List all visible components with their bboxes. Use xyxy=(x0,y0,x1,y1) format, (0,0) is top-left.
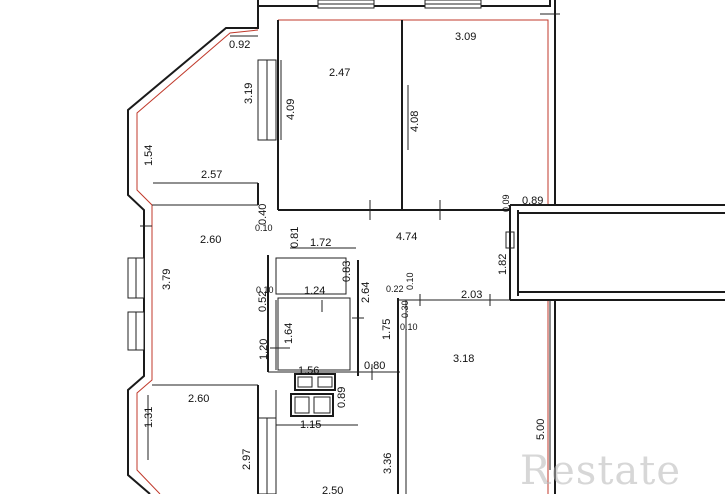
dim-label: 0.30 xyxy=(400,300,410,318)
dim-label: 0.83 xyxy=(341,261,353,282)
dim-label: 1.31 xyxy=(143,407,155,428)
dim-label: 0.89 xyxy=(336,387,348,408)
dimension-labels: 0.92 3.19 4.09 2.47 3.09 4.08 1.54 2.57 … xyxy=(143,31,547,494)
dim-label: 0.81 xyxy=(289,227,301,248)
dim-label: 4.74 xyxy=(396,231,417,243)
dim-label: 0.89 xyxy=(522,195,543,207)
dim-label: 2.03 xyxy=(461,289,482,301)
dim-label: 3.19 xyxy=(243,83,255,104)
dim-label: 1.15 xyxy=(300,419,321,431)
dim-label: 3.36 xyxy=(382,453,394,474)
dim-label: 0.40 xyxy=(257,204,269,225)
dim-label: 0.52 xyxy=(257,291,269,312)
dim-label: 1.54 xyxy=(143,145,155,166)
dim-label: 0.09 xyxy=(501,194,511,212)
dim-label: 0.92 xyxy=(229,39,250,51)
windows xyxy=(127,0,482,494)
dim-label: 0.10 xyxy=(255,223,273,233)
dim-label: 2.47 xyxy=(329,67,350,79)
watermark-logo: Restate xyxy=(520,448,681,494)
dim-label: 0.10 xyxy=(256,285,274,295)
dim-label: 1.56 xyxy=(298,365,319,377)
dim-label: 0.10 xyxy=(400,322,418,332)
dim-label: 3.79 xyxy=(161,269,173,290)
dim-label: 2.97 xyxy=(241,449,253,470)
dim-label: 0.80 xyxy=(364,360,385,372)
dim-label: 0.22 xyxy=(386,284,404,294)
dimension-lines xyxy=(147,35,551,470)
interior-outline xyxy=(136,19,549,494)
dim-label: 5.00 xyxy=(535,419,547,440)
watermark-text: Restate xyxy=(520,448,681,494)
dim-label: 2.50 xyxy=(322,485,343,494)
dim-label: 1.24 xyxy=(304,285,325,297)
dim-label: 3.09 xyxy=(455,31,476,43)
dim-label: 4.09 xyxy=(285,99,297,120)
dim-label: 2.60 xyxy=(200,234,221,246)
door-marks xyxy=(140,200,491,380)
dim-label: 1.75 xyxy=(381,319,393,340)
dim-label: 1.72 xyxy=(310,237,331,249)
dim-label: 2.60 xyxy=(188,393,209,405)
dim-label: 1.82 xyxy=(497,254,509,275)
dim-label: 2.64 xyxy=(360,282,372,303)
dim-label: 0.10 xyxy=(405,272,415,290)
interior-walls xyxy=(152,20,510,494)
dim-label: 3.18 xyxy=(453,353,474,365)
dim-label: 1.20 xyxy=(258,339,270,360)
dim-label: 4.08 xyxy=(409,111,421,132)
fixtures xyxy=(290,373,336,417)
entrance-block xyxy=(505,204,725,301)
dim-label: 1.64 xyxy=(283,323,295,344)
dim-label: 2.57 xyxy=(201,169,222,181)
